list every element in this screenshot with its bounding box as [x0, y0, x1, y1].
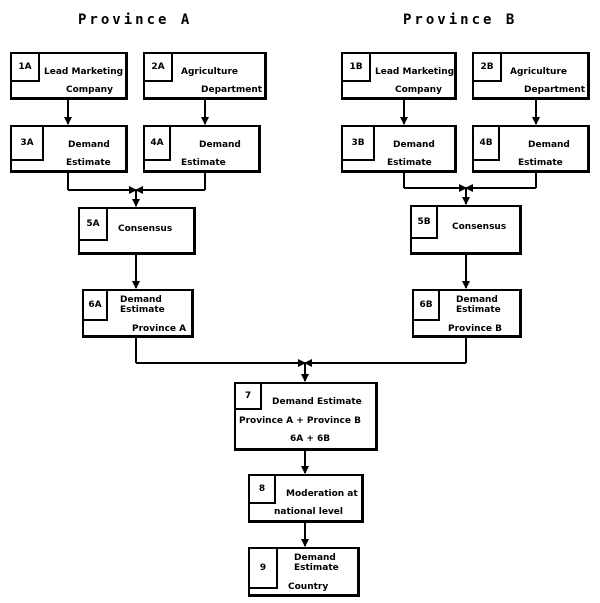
node-4b-line2: Estimate — [518, 158, 563, 168]
node-7-line3: 6A + 6B — [290, 434, 331, 444]
node-4b: 4B Demand Estimate — [472, 125, 590, 173]
node-2a-line1: Agriculture — [181, 67, 239, 77]
node-id-4b: 4B — [472, 125, 500, 161]
node-9: 9 Demand Estimate Country — [248, 547, 360, 597]
node-id-9: 9 — [248, 547, 278, 589]
node-id-5b: 5B — [410, 205, 438, 239]
node-id-1a: 1A — [10, 52, 40, 82]
node-7-line2: Province A + Province B — [239, 416, 361, 426]
node-7-line1: Demand Estimate — [272, 397, 362, 407]
node-1a: 1A Lead Marketing Company — [10, 52, 128, 100]
node-1b-line1: Lead Marketing — [375, 67, 455, 77]
node-2b-line2: Department — [524, 85, 586, 95]
node-9-line1: Demand — [294, 553, 336, 563]
node-id-6b: 6B — [412, 289, 440, 321]
node-1b: 1B Lead Marketing Company — [341, 52, 457, 100]
node-6a: 6A Demand Estimate Province A — [82, 289, 194, 338]
node-3a-line2: Estimate — [66, 158, 111, 168]
node-4a-line1: Demand — [199, 140, 241, 150]
node-id-3a: 3A — [10, 125, 44, 161]
node-2a-line2: Department — [201, 85, 263, 95]
node-6a-line1: Demand — [120, 295, 162, 305]
node-3a-line1: Demand — [68, 140, 110, 150]
node-1b-line2: Company — [395, 85, 442, 95]
node-8-line2: national level — [274, 507, 343, 517]
node-1a-line1: Lead Marketing — [44, 67, 124, 77]
node-5b: 5B Consensus — [410, 205, 522, 255]
node-4b-line1: Demand — [528, 140, 570, 150]
node-id-8: 8 — [248, 474, 276, 504]
node-8-line1: Moderation at — [286, 489, 358, 499]
node-5a-line1: Consensus — [118, 224, 173, 234]
node-9-line3: Country — [288, 582, 329, 592]
node-7: 7 Demand Estimate Province A + Province … — [234, 382, 378, 451]
node-id-6a: 6A — [82, 289, 108, 321]
node-id-2a: 2A — [143, 52, 173, 82]
node-9-line2: Estimate — [294, 563, 339, 573]
node-6a-line3: Province A — [132, 324, 187, 334]
node-4a: 4A Demand Estimate — [143, 125, 261, 173]
node-2b-line1: Agriculture — [510, 67, 568, 77]
node-id-3b: 3B — [341, 125, 375, 161]
node-3b: 3B Demand Estimate — [341, 125, 457, 173]
node-6b: 6B Demand Estimate Province B — [412, 289, 522, 338]
node-id-2b: 2B — [472, 52, 502, 82]
node-1a-line2: Company — [66, 85, 113, 95]
node-3b-line2: Estimate — [387, 158, 432, 168]
node-id-7: 7 — [234, 382, 262, 410]
node-id-1b: 1B — [341, 52, 371, 82]
node-3b-line1: Demand — [393, 140, 435, 150]
node-2a: 2A Agriculture Department — [143, 52, 267, 100]
node-6b-line2: Estimate — [456, 305, 501, 315]
node-id-5a: 5A — [78, 207, 108, 241]
node-6b-line1: Demand — [456, 295, 498, 305]
province-a-header: Province A — [78, 12, 193, 28]
node-5a: 5A Consensus — [78, 207, 196, 255]
node-8: 8 Moderation at national level — [248, 474, 364, 523]
node-5b-line1: Consensus — [452, 222, 507, 232]
node-2b: 2B Agriculture Department — [472, 52, 590, 100]
node-6a-line2: Estimate — [120, 305, 165, 315]
node-4a-line2: Estimate — [181, 158, 226, 168]
province-b-header: Province B — [403, 12, 518, 28]
node-3a: 3A Demand Estimate — [10, 125, 128, 173]
node-6b-line3: Province B — [448, 324, 503, 334]
node-id-4a: 4A — [143, 125, 171, 161]
